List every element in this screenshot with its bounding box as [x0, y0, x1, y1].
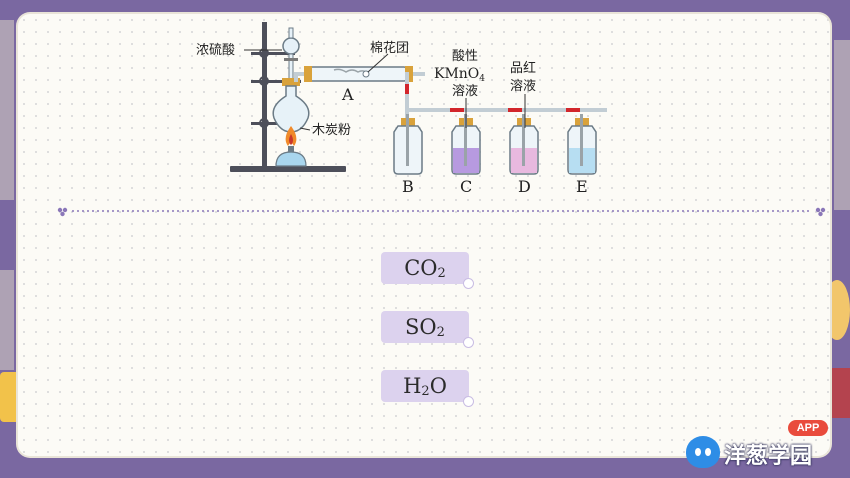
app-badge: APP — [788, 420, 828, 436]
option-so2-main: SO — [405, 315, 437, 339]
option-co2-sub: 2 — [437, 265, 446, 281]
decor-sticker — [826, 368, 850, 418]
decor-paper-right — [834, 40, 850, 210]
bottle-e — [567, 114, 597, 175]
bottle-c — [451, 114, 481, 175]
decor-paper-left — [0, 20, 14, 200]
label-leaders — [244, 49, 526, 131]
decor-clip — [0, 372, 20, 422]
brand-name: 洋葱学园 — [724, 444, 813, 469]
option-co2-main: CO — [404, 256, 438, 280]
option-so2-sub: 2 — [436, 324, 445, 340]
iron-stand — [230, 22, 346, 172]
label-bottle-b: B — [402, 177, 414, 196]
label-bottle-c: C — [460, 177, 472, 196]
section-divider — [57, 207, 826, 217]
round-flask — [272, 78, 310, 133]
label-pinred-line1: 品红 — [510, 60, 536, 76]
tube-flask-to-a — [294, 72, 310, 82]
label-tube-a: A — [341, 85, 354, 104]
label-pinred-line2: 溶液 — [510, 79, 536, 94]
option-h2o-main: H — [403, 374, 422, 398]
apparatus-diagram: 浓硫酸 棉花团 木炭粉 酸性 KMnO4 溶液 品红 溶液 A B C D E — [196, 22, 607, 196]
bottle-d — [509, 114, 539, 175]
option-h2o-sub: 2 — [421, 383, 430, 399]
alcohol-lamp — [275, 126, 307, 167]
brand-logo: APP 洋葱学园 — [686, 420, 850, 476]
label-bottle-d: D — [518, 177, 531, 196]
label-acid: 浓硫酸 — [196, 43, 235, 58]
onion-mascot-icon — [686, 436, 720, 468]
drying-tube-a — [304, 66, 413, 82]
label-charcoal: 木炭粉 — [312, 123, 351, 138]
decor-paper-left-2 — [0, 270, 14, 370]
option-h2o-tail: O — [429, 374, 447, 398]
bottle-b — [393, 114, 423, 175]
label-kmno4-formula: KMnO4 — [434, 66, 485, 84]
label-kmno4-line1: 酸性 — [452, 49, 478, 64]
label-kmno4-line3: 溶液 — [452, 84, 478, 99]
label-bottle-e: E — [576, 177, 588, 196]
label-cotton: 棉花团 — [370, 40, 409, 56]
